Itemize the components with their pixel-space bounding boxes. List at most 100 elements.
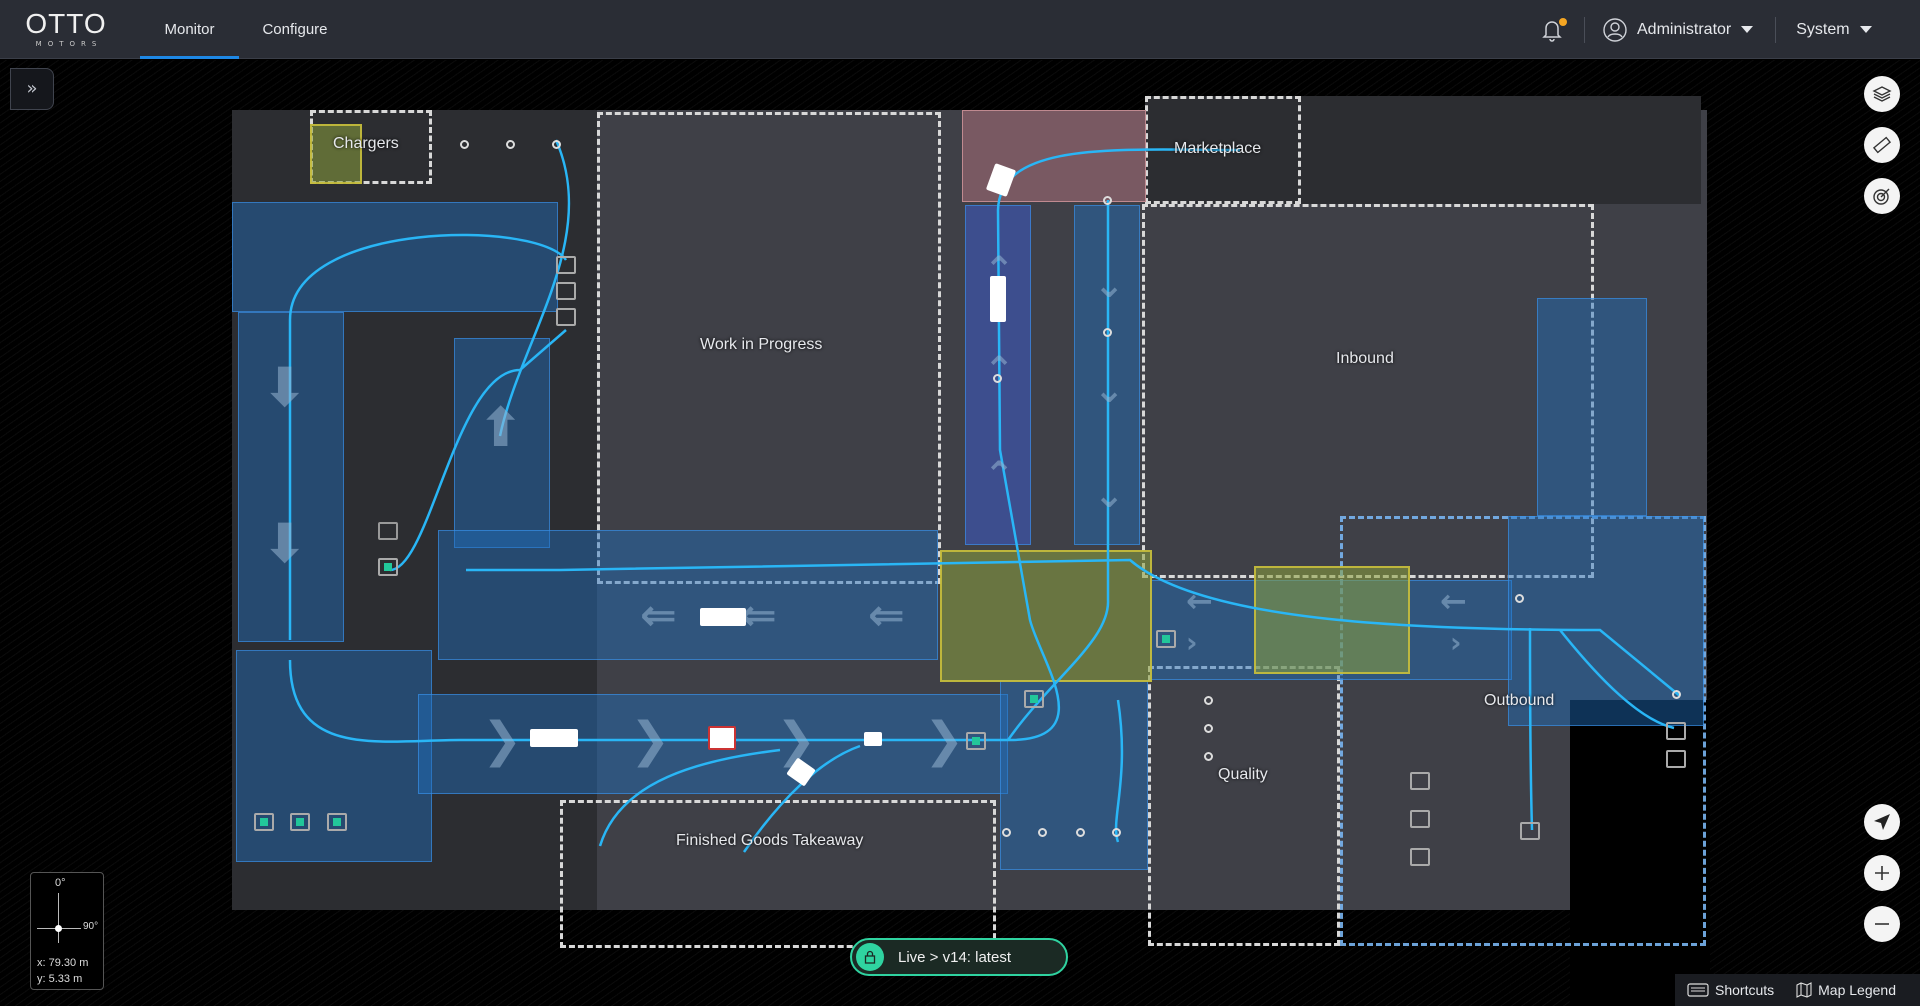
divider: [1775, 16, 1777, 43]
waypoint-icon[interactable]: [1204, 724, 1213, 733]
keyboard-icon: [1687, 983, 1709, 997]
robot-wip-lane[interactable]: [700, 608, 746, 626]
robot-south-1[interactable]: [530, 729, 578, 747]
waypoint-icon[interactable]: [1002, 828, 1011, 837]
live-version-pill[interactable]: Live > v14: latest: [850, 938, 1068, 976]
arrow-right-icon: ›: [1186, 626, 1198, 659]
zone-outbound[interactable]: [1340, 516, 1706, 946]
zone-label-chargers: Chargers: [333, 135, 399, 152]
waypoint-icon[interactable]: [460, 140, 469, 149]
lane-north-west: [232, 202, 558, 312]
waypoint-icon[interactable]: [993, 374, 1002, 383]
compass-east-label: 90°: [83, 921, 99, 932]
lane-mid-west: [438, 530, 938, 660]
compass-north-label: 0°: [55, 877, 66, 889]
station-cart[interactable]: [556, 308, 576, 326]
zone-label-outbound: Outbound: [1484, 692, 1555, 709]
arrow-up-icon: ⌃: [984, 455, 1015, 496]
top-nav-bar: OTTO MOTORS Monitor Configure Administra…: [0, 0, 1920, 59]
station-cart[interactable]: [1410, 848, 1430, 866]
waypoint-icon[interactable]: [1515, 594, 1524, 603]
map-icon: [1796, 982, 1812, 998]
station-shelf[interactable]: [378, 558, 398, 576]
lane-west-up: [454, 338, 550, 548]
target-icon: [1873, 188, 1890, 205]
waypoint-icon[interactable]: [1204, 696, 1213, 705]
zone-label-quality: Quality: [1218, 766, 1268, 783]
station-active[interactable]: [966, 732, 986, 750]
shortcuts-button[interactable]: Shortcuts: [1687, 982, 1774, 998]
zone-label-marketplace: Marketplace: [1174, 140, 1262, 157]
tab-configure[interactable]: Configure: [262, 21, 328, 38]
station-dock[interactable]: [327, 813, 347, 831]
arrow-down-icon: ⌄: [1094, 475, 1125, 516]
zone-quality[interactable]: [1148, 666, 1340, 946]
layers-button[interactable]: [1864, 76, 1900, 112]
x-coordinate: x: 79.30 m: [37, 957, 89, 969]
station-active[interactable]: [1156, 630, 1176, 648]
waypoint-icon[interactable]: [1038, 828, 1047, 837]
map-legend-button[interactable]: Map Legend: [1796, 982, 1896, 998]
station-cart[interactable]: [556, 256, 576, 274]
waypoint-icon[interactable]: [1204, 752, 1213, 761]
station-cart[interactable]: [556, 282, 576, 300]
navigation-arrow-icon: [1874, 814, 1890, 830]
lock-icon: [856, 943, 884, 971]
station-shelf[interactable]: [378, 522, 398, 540]
lane-south-west: [236, 650, 432, 862]
robot-aisle[interactable]: [990, 276, 1006, 322]
zone-work-in-progress[interactable]: [597, 112, 941, 584]
ruler-icon: [1872, 136, 1892, 154]
divider: [1584, 16, 1585, 43]
arrow-right-icon: ❯: [630, 712, 671, 768]
zone-label-inbound: Inbound: [1336, 350, 1394, 367]
waypoint-icon[interactable]: [1672, 690, 1681, 699]
robot-south-3[interactable]: [864, 732, 882, 746]
arrow-up-icon: ⌃: [984, 350, 1015, 391]
header-right-controls: Administrator System: [1540, 0, 1872, 59]
waypoint-icon[interactable]: [1076, 828, 1085, 837]
station-cart[interactable]: [1666, 722, 1686, 740]
user-avatar-icon: [1603, 17, 1627, 42]
station-active[interactable]: [1024, 690, 1044, 708]
map-cutout: [1570, 700, 1710, 1006]
station-cart[interactable]: [1410, 772, 1430, 790]
coordinate-compass: 0° 90° x: 79.30 m y: 5.33 m: [30, 872, 104, 990]
waypoint-icon[interactable]: [1112, 828, 1121, 837]
otto-motors-logo: OTTO MOTORS: [20, 10, 112, 50]
station-cart[interactable]: [1520, 822, 1540, 840]
facility-map-canvas[interactable]: ⬇ ⬇ ⬆ ⇐ ⇐ ⇐ ❯ ❯ ❯ ❯ ⌃ ⌃ ⌃ ⌄ ⌄ ⌄ ← ← › ›: [0, 60, 1920, 1006]
locate-button[interactable]: [1864, 804, 1900, 840]
station-dock[interactable]: [290, 813, 310, 831]
system-menu[interactable]: System: [1796, 20, 1872, 39]
measure-button[interactable]: [1864, 127, 1900, 163]
arrow-left-icon: ⇐: [640, 590, 677, 641]
system-chevron-down-icon: [1859, 26, 1872, 33]
arrow-right-icon: ›: [1450, 626, 1462, 659]
notification-badge: [1559, 17, 1567, 26]
charger-dock-highlight: [310, 124, 362, 184]
arrow-left-icon: ⇐: [868, 590, 905, 641]
station-cart[interactable]: [1666, 750, 1686, 768]
waypoint-icon[interactable]: [1103, 328, 1112, 337]
expand-sidebar-button[interactable]: »: [10, 68, 54, 110]
waypoint-icon[interactable]: [506, 140, 515, 149]
tab-monitor[interactable]: Monitor: [140, 0, 239, 59]
station-dock[interactable]: [254, 813, 274, 831]
zone-finished-goods-takeaway[interactable]: [560, 800, 996, 948]
notifications-bell-icon[interactable]: [1540, 17, 1567, 43]
target-button[interactable]: [1864, 178, 1900, 214]
system-label: System: [1796, 20, 1850, 38]
arrow-up-icon: ⬆: [478, 396, 524, 459]
waypoint-icon[interactable]: [552, 140, 561, 149]
robot-south-2[interactable]: [708, 726, 736, 750]
user-menu[interactable]: Administrator: [1603, 17, 1754, 42]
lane-outbound-block: [1508, 516, 1704, 726]
waypoint-icon[interactable]: [1103, 196, 1112, 205]
y-coordinate: y: 5.33 m: [37, 973, 83, 985]
station-cart[interactable]: [1410, 810, 1430, 828]
plus-icon: [1875, 866, 1889, 880]
zoom-out-button[interactable]: [1864, 906, 1900, 942]
lane-east-ramp: [1537, 298, 1647, 516]
zoom-in-button[interactable]: [1864, 855, 1900, 891]
